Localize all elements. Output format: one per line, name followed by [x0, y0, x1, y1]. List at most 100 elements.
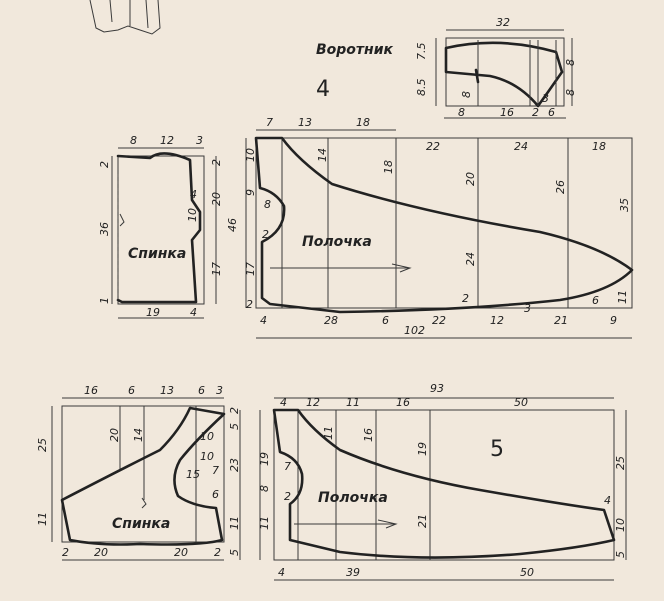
front-lower-left-outer-3: 23	[228, 458, 241, 472]
front-lower-left-inner-1: 19	[258, 452, 271, 466]
front-lower-top-3: 11	[346, 396, 360, 409]
front-lower-pattern: Полочка 5 93 4 12 11 16 50 2 5 23 11 5 1…	[228, 382, 627, 581]
back-lower-label: Спинка	[112, 516, 170, 532]
front-upper-col-1: 14	[316, 148, 329, 162]
front-upper-top-3: 18	[356, 116, 370, 129]
front-upper-vert-4: 24	[464, 252, 477, 266]
back-lower-inner-5: 15	[186, 468, 200, 481]
front-upper-left-1: 10	[244, 148, 257, 162]
back-upper-inner-1: 4	[190, 188, 197, 201]
front-lower-neck-1: 7	[284, 460, 291, 473]
back-lower-inner-7: 6	[212, 488, 219, 501]
front-upper-left-4: 2	[246, 298, 253, 311]
front-upper-neck-1: 8	[264, 198, 271, 211]
front-lower-col-4: 21	[416, 514, 429, 528]
front-lower-bottom-3: 50	[520, 566, 534, 579]
pattern-number-5: 5	[490, 437, 504, 462]
back-lower-bottom-4: 2	[214, 546, 221, 559]
front-lower-col-2: 16	[362, 428, 375, 442]
front-lower-right-small: 4	[604, 494, 611, 507]
front-lower-neck-2: 2	[284, 490, 291, 503]
top-fragment-sketch	[89, 0, 161, 35]
front-upper-bottom-7: 9	[610, 314, 617, 327]
front-upper-small-2: 3	[524, 302, 531, 315]
back-upper-left-2: 36	[98, 222, 111, 236]
front-upper-bottom-5: 12	[490, 314, 504, 327]
collar-bottom-2: 16	[500, 106, 514, 119]
back-upper-right-1: 2	[210, 159, 223, 166]
collar-left-b: 8.5	[415, 79, 428, 97]
front-upper-label: Полочка	[302, 234, 372, 250]
back-lower-left-1: 25	[36, 438, 49, 452]
front-upper-top-1: 7	[266, 116, 273, 129]
front-upper-bottom-1: 4	[260, 314, 267, 327]
front-lower-top-5: 50	[514, 396, 528, 409]
back-upper-left-3: 1	[98, 297, 111, 304]
back-upper-bottom-2: 4	[190, 306, 197, 319]
front-upper-vert-2: 26	[554, 180, 567, 194]
back-lower-pattern: Спинка 16 6 13 6 3 25 11 20 14 10 10 15 …	[36, 384, 226, 561]
front-lower-top-4: 16	[396, 396, 410, 409]
back-lower-left-2: 11	[36, 512, 49, 526]
front-upper-vert-1: 20	[464, 172, 477, 186]
front-upper-col-5: 18	[592, 140, 606, 153]
front-upper-small-4: 11	[616, 290, 629, 304]
front-lower-right-1: 25	[614, 456, 627, 470]
back-lower-top-3: 13	[160, 384, 174, 397]
back-upper-bottom-1: 19	[146, 306, 160, 319]
collar-left-a: 7.5	[415, 43, 428, 61]
front-lower-top-2: 12	[306, 396, 320, 409]
back-lower-inner-2: 14	[132, 428, 145, 442]
front-upper-neck-2: 2	[262, 228, 269, 241]
front-upper-total-width: 102	[404, 324, 425, 337]
collar-pattern: Воротник 4 32 7.5 8.5 8 8 8 3 8 16 2 6	[316, 16, 577, 119]
back-lower-inner-6: 7	[212, 464, 219, 477]
pattern-number-4: 4	[316, 77, 330, 102]
back-upper-top-1: 8	[130, 134, 137, 147]
collar-small: 3	[542, 92, 549, 105]
front-lower-bottom-1: 4	[278, 566, 285, 579]
back-lower-bottom-3: 20	[174, 546, 188, 559]
front-upper-left-3: 17	[244, 262, 257, 276]
back-lower-bottom-1: 2	[62, 546, 69, 559]
front-upper-bottom-2: 28	[324, 314, 338, 327]
back-upper-right-3: 17	[210, 262, 223, 276]
collar-right-a: 8	[564, 59, 577, 66]
back-upper-right-2: 20	[210, 192, 223, 206]
back-lower-bottom-2: 20	[94, 546, 108, 559]
collar-right-b: 8	[564, 89, 577, 96]
front-lower-left-inner-2: 8	[258, 485, 271, 492]
front-upper-bottom-3: 6	[382, 314, 389, 327]
front-upper-vert-3: 35	[618, 198, 631, 212]
back-upper-left-1: 2	[98, 161, 111, 168]
back-lower-inner-3: 10	[200, 430, 214, 443]
front-upper-col-2: 18	[382, 160, 395, 174]
back-lower-inner-4: 10	[200, 450, 214, 463]
front-lower-right-2: 10	[614, 518, 627, 532]
back-upper-top-3: 3	[196, 134, 203, 147]
front-upper-total-height: 46	[226, 218, 239, 232]
back-lower-top-5: 3	[216, 384, 223, 397]
front-lower-left-inner-3: 11	[258, 516, 271, 530]
collar-bottom-1: 8	[458, 106, 465, 119]
back-upper-inner-2: 10	[186, 208, 199, 222]
back-lower-top-1: 16	[84, 384, 98, 397]
back-lower-top-4: 6	[198, 384, 205, 397]
front-upper-col-3: 22	[426, 140, 440, 153]
back-lower-inner-1: 20	[108, 428, 121, 442]
front-lower-left-outer-5: 5	[228, 549, 241, 556]
front-upper-col-4: 24	[514, 140, 528, 153]
front-lower-bottom-2: 39	[346, 566, 360, 579]
front-upper-pattern: Полочка 7 13 18 46 10 9 17 2 8 2 14 18 2…	[226, 116, 634, 339]
front-lower-right-3: 5	[614, 551, 627, 558]
collar-label: Воротник	[316, 42, 394, 58]
back-upper-label: Спинка	[128, 246, 186, 262]
front-upper-small-3: 6	[592, 294, 599, 307]
front-upper-small-1: 2	[462, 292, 469, 305]
collar-bottom-3: 2	[532, 106, 539, 119]
collar-top-dim: 32	[496, 16, 510, 29]
front-upper-left-2: 9	[244, 189, 257, 196]
front-lower-left-outer-2: 5	[228, 423, 241, 430]
front-lower-left-outer-1: 2	[228, 407, 241, 414]
